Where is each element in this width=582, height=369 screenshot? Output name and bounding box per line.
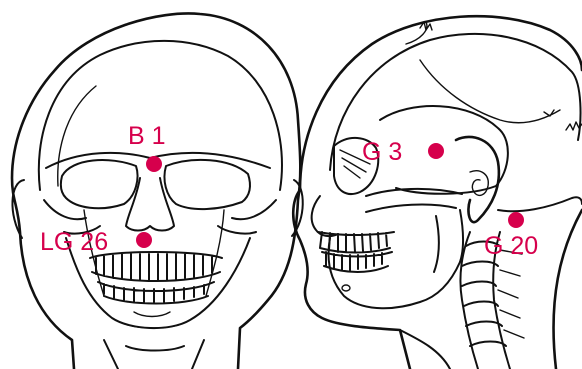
point-b1-label: B 1	[128, 122, 166, 150]
side-neck-back	[554, 210, 582, 369]
side-nose	[312, 196, 338, 236]
point-lg26-dot[interactable]	[136, 232, 152, 248]
front-nasal-cavity	[126, 178, 174, 231]
side-upper-teeth	[318, 232, 394, 253]
front-right-cheekbone	[218, 200, 276, 234]
front-cranium-inner	[58, 86, 96, 186]
front-lower-teeth	[98, 282, 214, 304]
side-lower-teeth	[322, 252, 392, 272]
point-lg26-label: LG 26	[40, 228, 108, 256]
side-head-outline	[293, 16, 582, 369]
side-skull-figure	[293, 16, 582, 369]
front-right-orbit	[164, 160, 250, 209]
front-chin	[120, 312, 186, 328]
point-b1-dot[interactable]	[146, 156, 162, 172]
point-g3-label: G 3	[362, 138, 402, 166]
side-skull-suture	[406, 22, 560, 123]
side-occipital-edge	[544, 110, 582, 130]
front-neck	[104, 340, 204, 369]
side-jaw-outline	[329, 238, 460, 308]
point-g3-dot[interactable]	[428, 143, 444, 159]
front-upper-teeth	[90, 252, 222, 281]
front-left-ear	[12, 180, 24, 238]
point-g20-dot[interactable]	[508, 212, 524, 228]
front-skull-figure	[12, 13, 303, 369]
side-mental-foramen	[342, 285, 350, 291]
point-g20-label: G 20	[484, 232, 538, 260]
front-left-orbit	[61, 160, 138, 208]
side-skull-base	[498, 197, 582, 211]
